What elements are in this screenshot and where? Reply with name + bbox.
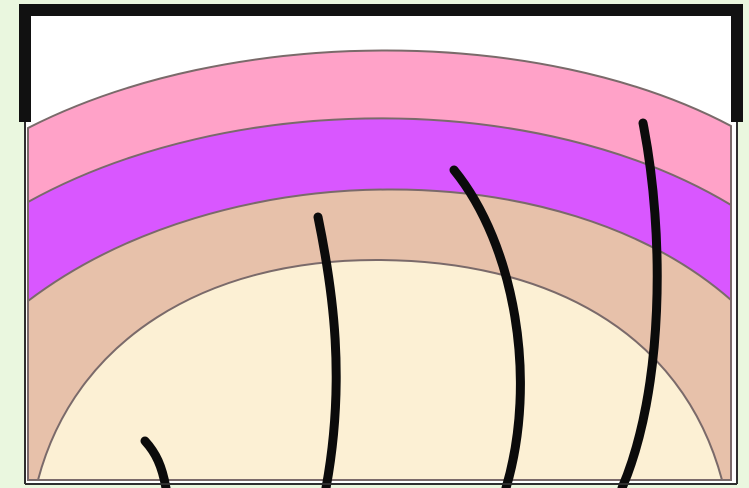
diagram-stage (0, 0, 749, 488)
layered-dome-diagram (0, 0, 749, 488)
